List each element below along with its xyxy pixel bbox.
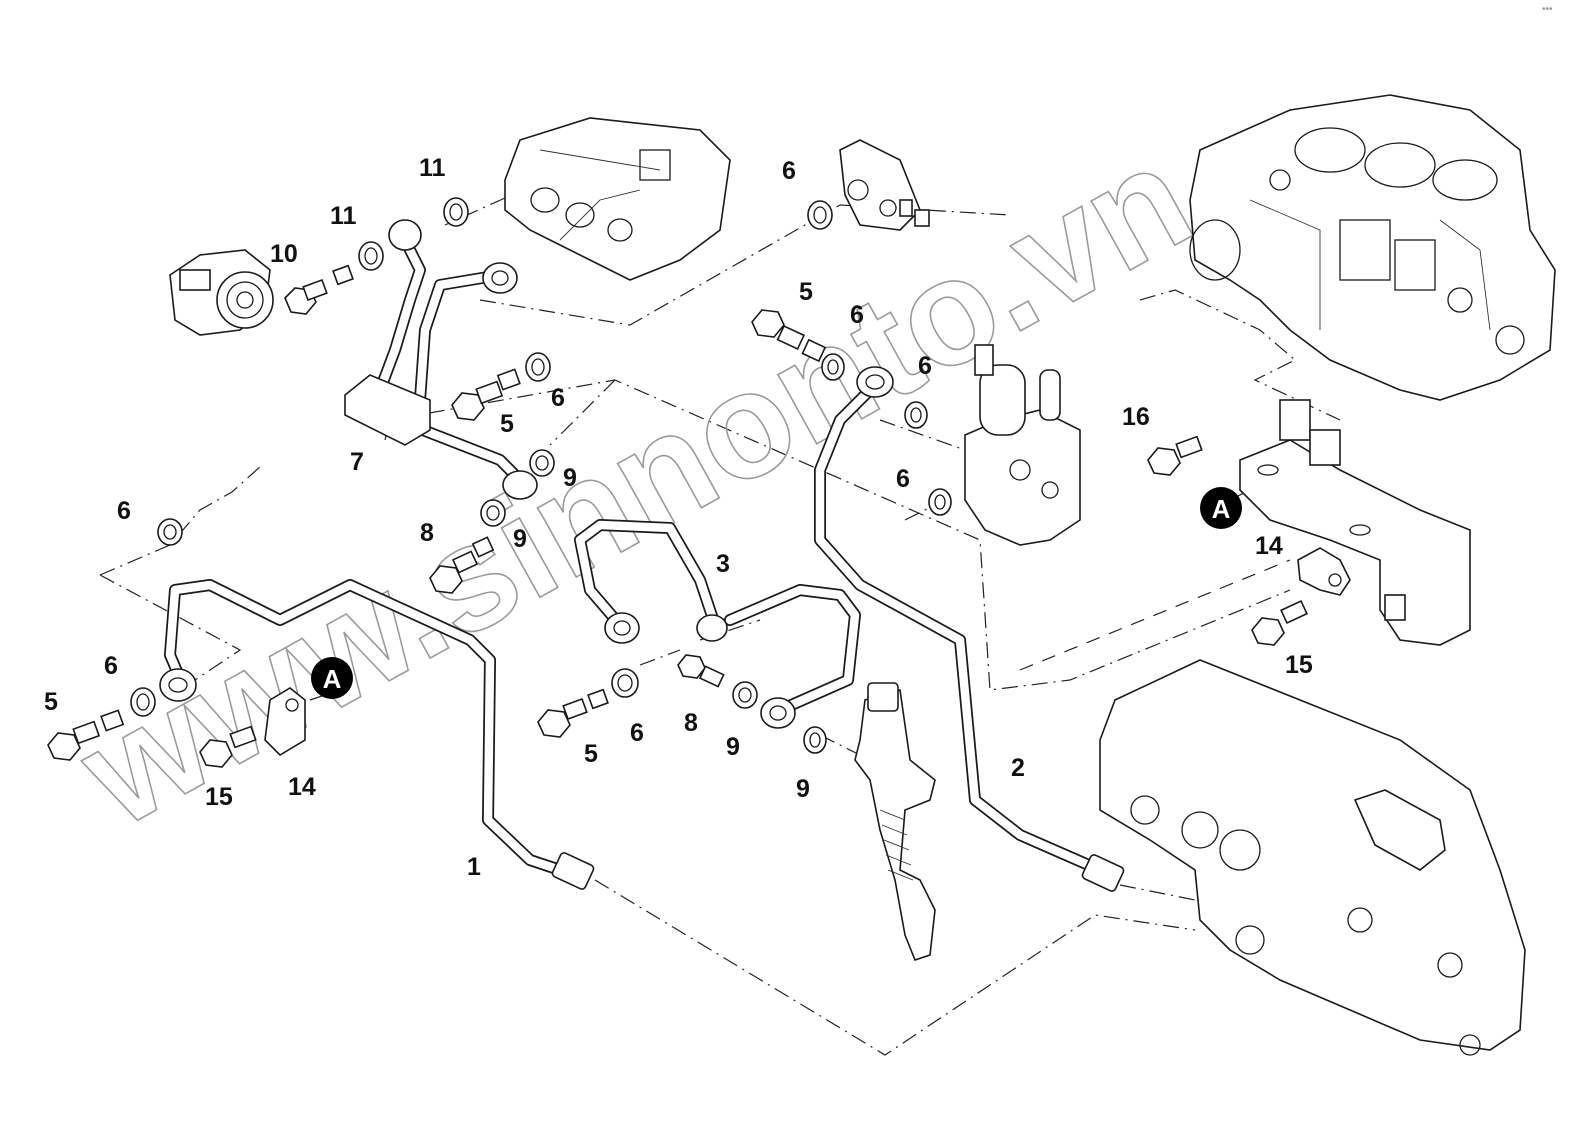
injection-pump [169, 249, 274, 336]
callout-9: 9 [563, 464, 577, 492]
return-pipe-7 [344, 219, 538, 500]
engine-block [1189, 94, 1556, 401]
cylinder-head [504, 117, 731, 281]
callout-6: 6 [104, 652, 118, 680]
callout-16: 16 [1122, 403, 1150, 431]
svg-text:A: A [1212, 494, 1231, 524]
callout-5: 5 [584, 740, 598, 768]
callout-6: 6 [896, 465, 910, 493]
callout-8: 8 [420, 519, 434, 547]
callout-7: 7 [350, 448, 364, 476]
callout-8: 8 [684, 709, 698, 737]
svg-text:A: A [323, 664, 342, 694]
callout-15: 15 [1285, 651, 1313, 679]
cylinder-head-cover [1099, 659, 1526, 1056]
callout-11: 11 [419, 154, 446, 182]
reference-badge-a-left: A [311, 657, 353, 699]
callout-15: 15 [205, 783, 233, 811]
callout-9: 9 [726, 733, 740, 761]
callout-6: 6 [918, 352, 932, 380]
callout-5: 5 [500, 410, 514, 438]
corner-mark: ••• [1542, 4, 1553, 15]
bracket [1239, 399, 1471, 646]
callout-6: 6 [630, 719, 644, 747]
feed-pump [964, 344, 1081, 546]
callout-14: 14 [1255, 532, 1283, 560]
callout-5: 5 [44, 688, 58, 716]
fuel-pipe-3 [574, 519, 861, 729]
callout-6: 6 [117, 497, 131, 525]
hardware [47, 197, 1351, 768]
callout-10: 10 [270, 240, 298, 268]
leader-lines [99, 197, 1341, 1056]
callout-9: 9 [513, 525, 527, 553]
callout-5: 5 [799, 278, 813, 306]
callout-11: 11 [330, 202, 357, 230]
callout-1: 1 [467, 853, 481, 881]
callout-14: 14 [288, 773, 316, 801]
fuel-pipe-1 [159, 579, 595, 890]
callout-2: 2 [1011, 754, 1025, 782]
callout-9: 9 [796, 775, 810, 803]
callout-3: 3 [716, 550, 730, 578]
callout-6: 6 [782, 157, 796, 185]
callout-6: 6 [551, 384, 565, 412]
callout-labels: 1 2 3 5 5 5 5 6 6 6 6 6 6 6 6 7 8 8 9 9 … [44, 154, 1313, 881]
fuel-pipe-2 [814, 366, 1125, 892]
injector [854, 682, 936, 961]
callout-6: 6 [850, 301, 864, 329]
fuel-filter-housing [839, 139, 930, 231]
reference-badge-a-right: A [1200, 487, 1242, 529]
